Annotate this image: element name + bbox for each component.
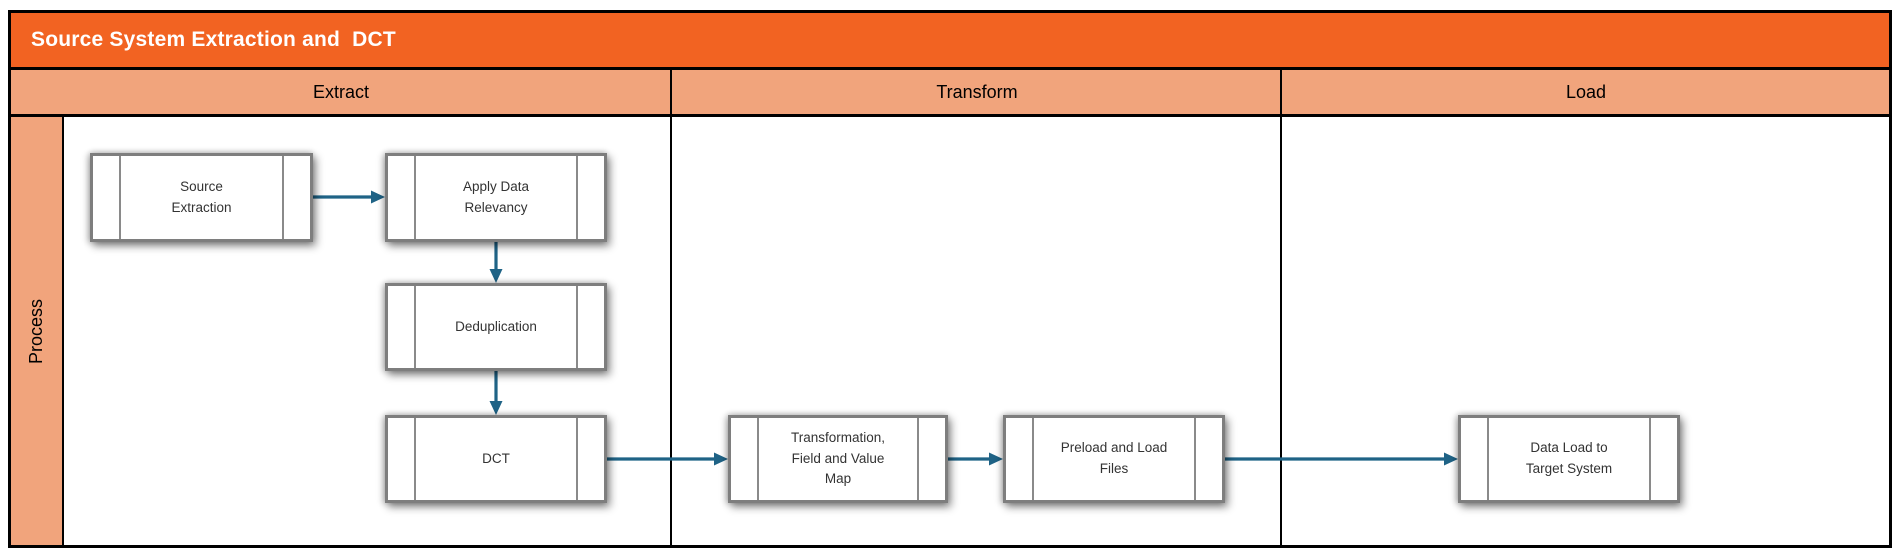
node-right-bar xyxy=(576,156,578,239)
node-left-bar xyxy=(414,286,416,368)
process-node-transformation-field-and-value-map: Transformation, Field and Value Map xyxy=(728,415,948,503)
node-label-deduplication: Deduplication xyxy=(455,318,537,334)
lane-header-transform-label: Transform xyxy=(936,81,1018,102)
node-left-bar xyxy=(119,156,121,239)
process-column-divider xyxy=(62,114,64,545)
transform-load-divider xyxy=(1280,67,1282,545)
diagram-title-bar: Source System Extraction and DCT xyxy=(11,13,1889,67)
node-left-bar xyxy=(1032,418,1034,500)
node-left-bar xyxy=(414,156,416,239)
process-node-deduplication: Deduplication xyxy=(385,283,607,371)
process-row-header: Process xyxy=(11,117,62,545)
lane-header-transform: Transform xyxy=(673,70,1281,114)
process-node-source-extraction: Source Extraction xyxy=(90,153,313,242)
diagram-title: Source System Extraction and DCT xyxy=(31,28,396,51)
process-node-apply-data-relevancy: Apply Data Relevancy xyxy=(385,153,607,242)
node-left-bar xyxy=(757,418,759,500)
title-header-divider xyxy=(11,67,1889,70)
node-left-bar xyxy=(1487,418,1489,500)
process-node-preload-and-load-files: Preload and Load Files xyxy=(1003,415,1225,503)
node-label-apply-data-relevancy: Apply Data Relevancy xyxy=(462,178,530,215)
lane-header-load: Load xyxy=(1283,70,1889,114)
node-right-bar xyxy=(1194,418,1196,500)
process-node-dct: DCT xyxy=(385,415,607,503)
lane-header-extract: Extract xyxy=(11,70,671,114)
node-label-preload-and-load-files: Preload and Load Files xyxy=(1060,440,1168,476)
node-label-transformation-field-and-value-map: Transformation, Field and Value Map xyxy=(790,429,886,487)
node-label-data-load-to-target-system: Data Load to Target System xyxy=(1525,440,1613,476)
lane-header-load-label: Load xyxy=(1565,81,1607,102)
node-right-bar xyxy=(282,156,284,239)
node-right-bar xyxy=(917,418,919,500)
extract-transform-divider xyxy=(670,67,672,545)
node-label-source-extraction: Source Extraction xyxy=(171,178,232,215)
lane-header-extract-label: Extract xyxy=(312,81,369,102)
process-row-label: Process xyxy=(26,298,46,364)
node-right-bar xyxy=(576,418,578,500)
node-right-bar xyxy=(576,286,578,368)
node-right-bar xyxy=(1649,418,1651,500)
process-node-data-load-to-target-system: Data Load to Target System xyxy=(1458,415,1680,503)
node-left-bar xyxy=(414,418,416,500)
lane-header-band xyxy=(11,70,1889,114)
header-body-divider xyxy=(11,114,1889,117)
node-label-dct: DCT xyxy=(482,450,510,466)
